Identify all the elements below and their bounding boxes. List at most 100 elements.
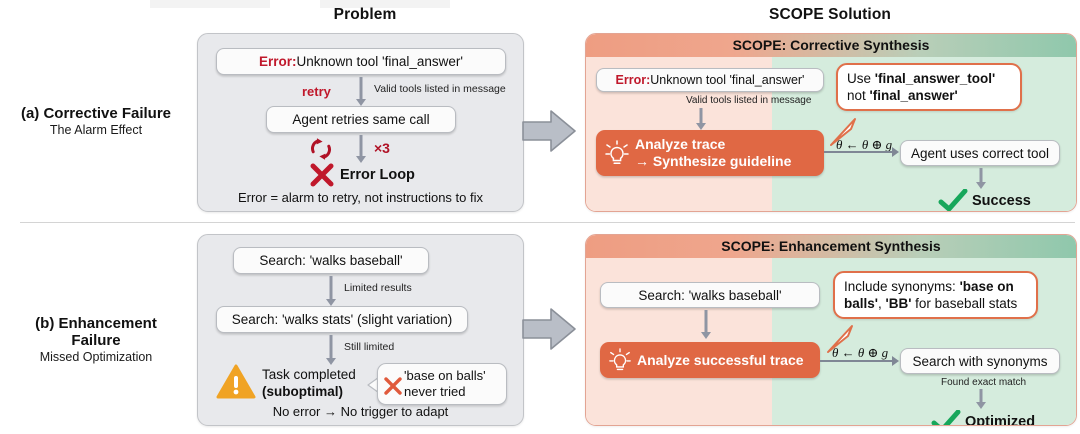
node-result-a: Agent uses correct tool bbox=[900, 140, 1060, 166]
node-search1-b: Search: 'walks baseball' bbox=[233, 247, 429, 274]
problem-panel-b: Search: 'walks baseball' Limited results… bbox=[197, 234, 524, 426]
right-block-arrow-icon-a bbox=[522, 110, 576, 152]
row-divider bbox=[20, 222, 1075, 223]
arrow-search-to-analyze-b bbox=[696, 310, 716, 340]
callout-line1-pre-b: Include synonyms: bbox=[844, 279, 960, 294]
callout-line2-bold-b: balls' bbox=[844, 296, 878, 311]
row-label-a-sub: The Alarm Effect bbox=[49, 123, 143, 137]
arrow-retry-loop-a bbox=[351, 135, 371, 163]
callout-line2-post-b: for baseball stats bbox=[911, 296, 1018, 311]
callout-line2-pre-a: not bbox=[847, 88, 870, 103]
scope-panel-a: SCOPE: Corrective Synthesis Error: Unkno… bbox=[585, 33, 1077, 212]
arrow-analyze-to-result-b bbox=[820, 354, 900, 368]
row-label-a-main: (a) Corrective Failure bbox=[20, 105, 172, 122]
node-search1-scope-b-text: Search: 'walks baseball' bbox=[638, 287, 782, 303]
theta-formula-b: θ ← θ ⊕ g bbox=[832, 345, 889, 360]
retry-count-a: ×3 bbox=[374, 140, 390, 156]
warn-line1-b: Task completed bbox=[262, 367, 356, 382]
callout-never-tried-b: 'base on balls' never tried bbox=[377, 363, 507, 405]
outcome-label-a: Error Loop bbox=[340, 167, 415, 183]
warning-triangle-icon-b bbox=[216, 364, 256, 399]
error-prefix-a: Error: bbox=[258, 54, 297, 69]
callout-line2-mid-b: , bbox=[877, 296, 886, 311]
analyze-line1-b: Analyze successful trace bbox=[637, 351, 804, 368]
callout-line1-a: Use 'final_answer_tool' bbox=[847, 70, 1011, 87]
callout-synonyms-b: Include synonyms: 'base on balls', 'BB' … bbox=[833, 271, 1038, 319]
row-label-b-main-line1: (b) Enhancement bbox=[35, 315, 157, 332]
callout-line1-b: 'base on balls' bbox=[404, 368, 486, 383]
caption-valid-tools-a: Valid tools listed in message bbox=[374, 83, 506, 95]
caption-limited-results-b: Limited results bbox=[344, 282, 412, 294]
warning-outcome-b bbox=[216, 363, 256, 406]
problem-footer-note-b: No error → No trigger to adapt bbox=[272, 404, 449, 419]
arrow-search1-to-search2-b bbox=[321, 276, 341, 306]
callout-line1-bold-b: 'base on bbox=[959, 279, 1014, 294]
analyze-box-b: Analyze successful trace bbox=[600, 342, 820, 378]
warn-line2-b: (suboptimal) bbox=[262, 384, 343, 399]
arrow-result-to-optimized-b bbox=[971, 389, 991, 411]
node-search2-b-text: Search: 'walks stats' (slight variation) bbox=[231, 312, 453, 327]
scope-content-b: Search: 'walks baseball' bbox=[586, 258, 1076, 425]
right-block-arrow-icon-b bbox=[522, 308, 576, 350]
outcome-optimized-b: Optimized bbox=[931, 410, 1035, 425]
green-check-icon-b bbox=[931, 410, 961, 425]
callout-line2-a: not 'final_answer' bbox=[847, 87, 1011, 104]
green-check-icon-a bbox=[938, 189, 968, 211]
analyze-line2-a: → Synthesize guideline bbox=[635, 153, 792, 169]
analyze-text-a: Analyze trace → Synthesize guideline bbox=[635, 136, 791, 170]
callout-line2-b: never tried bbox=[404, 384, 466, 399]
row-label-a: (a) Corrective Failure The Alarm Effect bbox=[2, 105, 190, 138]
red-x-icon-a bbox=[310, 163, 334, 187]
node-search2-b: Search: 'walks stats' (slight variation) bbox=[216, 306, 468, 333]
error-prefix-scope-a: Error: bbox=[615, 73, 651, 87]
node-error-scope-a: Error: Unknown tool 'final_answer' bbox=[596, 68, 824, 92]
column-title-problem: Problem bbox=[333, 6, 397, 23]
arrow-error-to-analyze-a bbox=[691, 108, 711, 130]
outcome-success-label-a: Success bbox=[972, 193, 1031, 209]
callout-line2-b2: balls', 'BB' for baseball stats bbox=[844, 295, 1027, 312]
row-label-b: (b) Enhancement Failure Missed Optimizat… bbox=[2, 315, 190, 365]
caption-found-exact-match-b: Found exact match bbox=[941, 377, 1027, 388]
theta-formula-a: θ ← θ ⊕ g bbox=[836, 137, 893, 152]
analyze-box-a: Analyze trace → Synthesize guideline bbox=[596, 130, 824, 176]
arrow-result-to-success-a bbox=[971, 168, 991, 190]
error-text-a: Unknown tool 'final_answer' bbox=[296, 54, 464, 69]
row-label-b-sub: Missed Optimization bbox=[39, 350, 153, 364]
node-result-b-text: Search with synonyms bbox=[912, 353, 1048, 369]
callout-line1-pre-a: Use bbox=[847, 71, 875, 86]
callout-tail-scope-b bbox=[827, 325, 853, 353]
outcome-success-a: Success bbox=[938, 189, 1031, 211]
node-error-a: Error: Unknown tool 'final_answer' bbox=[216, 48, 506, 75]
scope-body-a: Error: Unknown tool 'final_answer' Valid… bbox=[586, 57, 1076, 211]
callout-line1-bold-a: 'final_answer_tool' bbox=[874, 71, 996, 86]
scope-panel-b: SCOPE: Enhancement Synthesis Search: 'wa… bbox=[585, 234, 1077, 426]
node-result-b: Search with synonyms bbox=[900, 348, 1060, 374]
scope-content-a: Error: Unknown tool 'final_answer' Valid… bbox=[586, 57, 1076, 211]
callout-guideline-a: Use 'final_answer_tool' not 'final_answe… bbox=[836, 63, 1022, 111]
retry-loop-icon bbox=[311, 138, 331, 160]
node-agent-retries-a-text: Agent retries same call bbox=[292, 112, 430, 127]
problem-panel-a: Error: Unknown tool 'final_answer' Valid… bbox=[197, 33, 524, 212]
lightbulb-icon-b bbox=[609, 348, 631, 371]
problem-footer-note-a: Error = alarm to retry, not instructions… bbox=[237, 190, 484, 205]
caption-valid-tools-scope-a: Valid tools listed in message bbox=[686, 95, 812, 106]
node-search1-b-text: Search: 'walks baseball' bbox=[259, 253, 403, 268]
retry-label-a: retry bbox=[302, 84, 331, 99]
callout-tail-a bbox=[830, 118, 856, 146]
analyze-line1-a: Analyze trace bbox=[635, 136, 726, 152]
arrow-analyze-to-result-a bbox=[824, 145, 900, 159]
node-search1-scope-b: Search: 'walks baseball' bbox=[600, 282, 820, 308]
scope-header-a: SCOPE: Corrective Synthesis bbox=[586, 34, 1076, 57]
scope-header-b: SCOPE: Enhancement Synthesis bbox=[586, 235, 1076, 258]
node-result-a-text: Agent uses correct tool bbox=[910, 145, 1050, 161]
column-title-scope: SCOPE Solution bbox=[769, 6, 891, 23]
warning-text-b: Task completed (suboptimal) bbox=[262, 366, 356, 400]
node-agent-retries-a: Agent retries same call bbox=[266, 106, 456, 133]
analyze-text-b: Analyze successful trace bbox=[637, 352, 804, 369]
red-x-icon-b bbox=[384, 377, 402, 395]
error-text-scope-a: Unknown tool 'final_answer' bbox=[650, 73, 805, 87]
caption-still-limited-b: Still limited bbox=[344, 341, 395, 353]
callout-line2-bold2-b: 'BB' bbox=[885, 296, 912, 311]
arrow-error-to-retry-a bbox=[351, 77, 371, 106]
